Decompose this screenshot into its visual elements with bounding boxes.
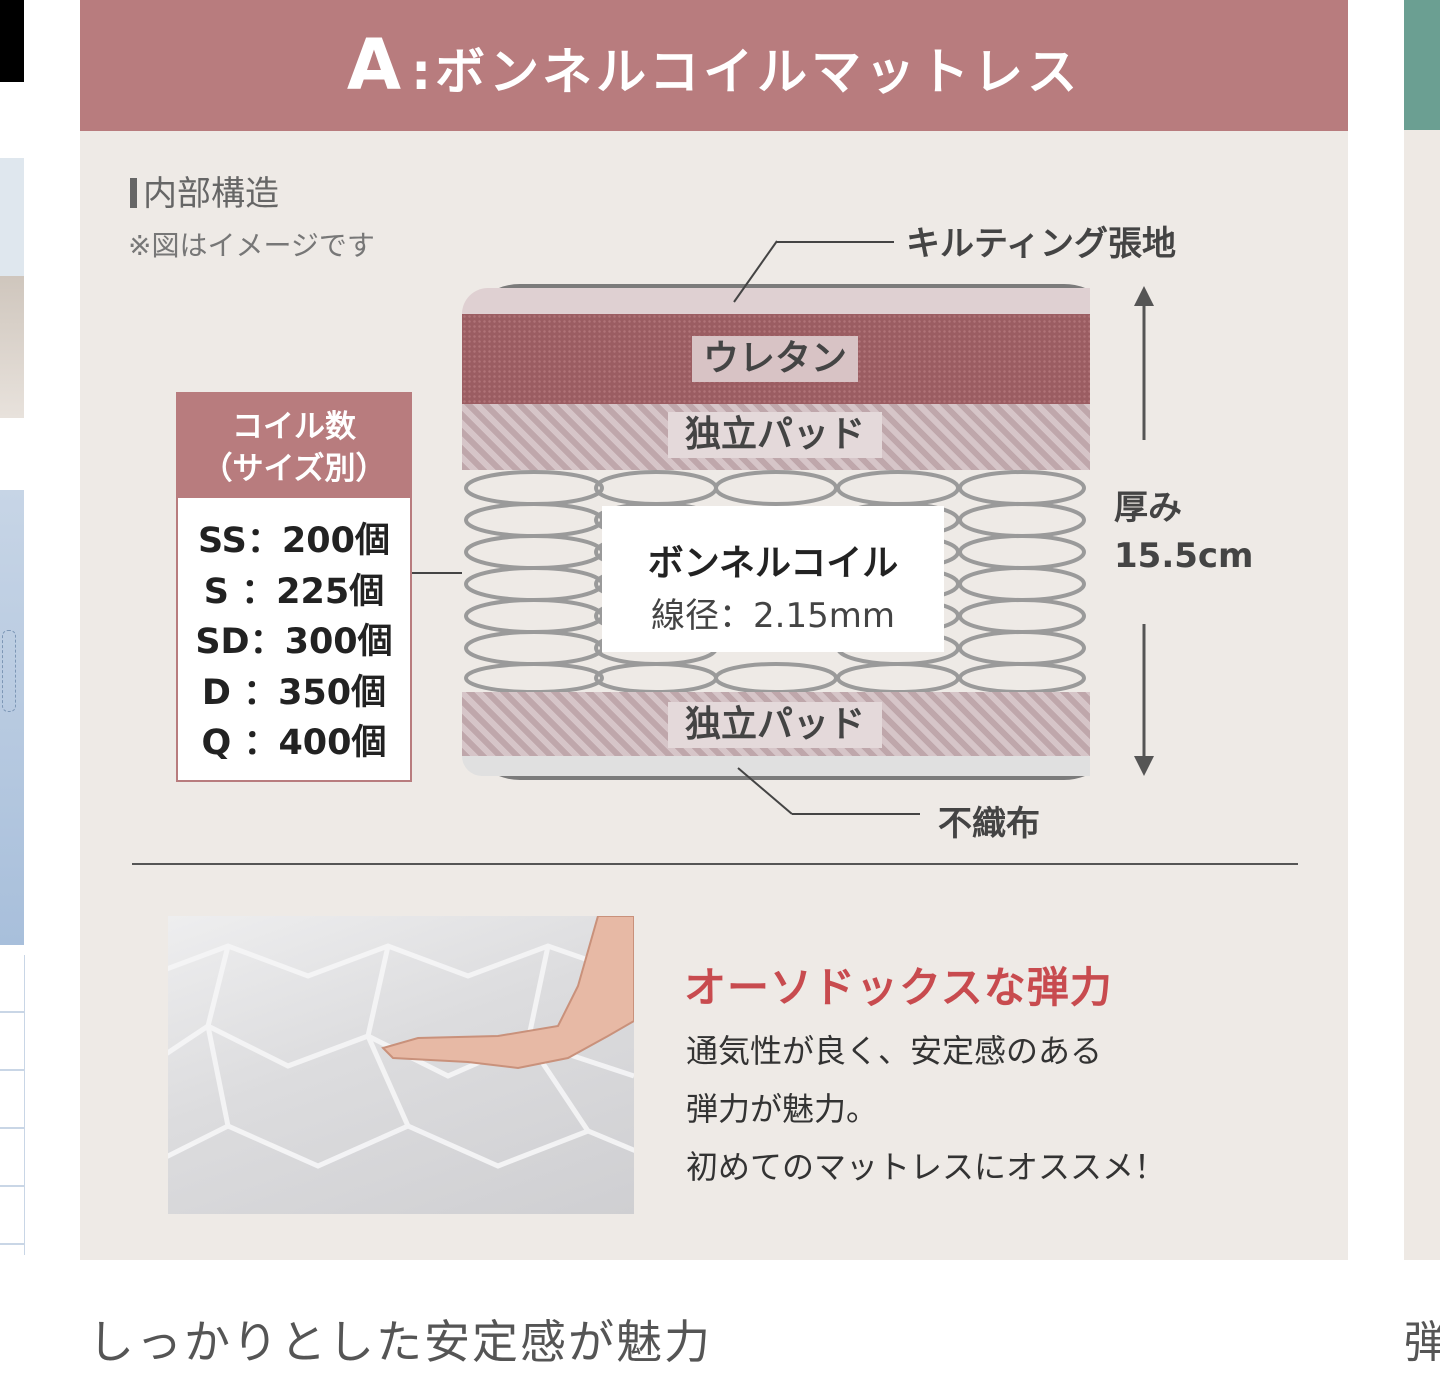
quilted-surface-pattern xyxy=(168,916,634,1169)
title-letter: A xyxy=(346,24,406,106)
section-note: ※図はイメージです xyxy=(128,229,375,262)
coil-count-row: Q ：400個 xyxy=(201,723,387,763)
title-separator: : xyxy=(411,43,436,101)
quilting-label: キルティング張地 xyxy=(906,224,1176,264)
feature-line: 初めてのマットレスにオススメ！ xyxy=(686,1148,1167,1186)
prev-slide-dark-block xyxy=(0,0,24,82)
thickness-arrow-down-icon xyxy=(1134,624,1154,776)
coil-count-list: SS：200個 S ：225個 SD：300個 D ：350個 Q ：400個 xyxy=(178,498,410,769)
slide-title: A:ボンネルコイルマットレス xyxy=(80,24,1348,106)
thickness-title: 厚み xyxy=(1114,488,1182,528)
next-slide-panel-edge[interactable] xyxy=(1404,130,1440,1260)
coil-label-box: ボンネルコイル 線径：2.15mm xyxy=(602,506,944,652)
prev-slide-dashed-outline xyxy=(2,630,16,712)
coil-count-header: コイル数 （サイズ別） xyxy=(178,394,410,498)
coil-name: ボンネルコイル xyxy=(647,543,899,584)
top-pad-label: 独立パッド xyxy=(668,412,882,458)
section-divider xyxy=(132,863,1298,865)
feature-line: 弾力が魅力。 xyxy=(686,1090,879,1128)
feature-description: 通気性が良く、安定感のある 弾力が魅力。 初めてのマットレスにオススメ！ xyxy=(686,1022,1166,1196)
quilting-callout-line xyxy=(776,241,894,243)
section-title: 内部構造 xyxy=(130,166,279,215)
thickness-arrow-up-icon xyxy=(1134,286,1154,440)
mattress-cross-section: ウレタン 独立パッド ボンネルコイル 線径：2.15mm 独立パッド xyxy=(462,280,1130,784)
nonwoven-layer xyxy=(462,756,1090,776)
prev-slide-photo xyxy=(0,276,24,418)
bottom-pad-label: 独立パッド xyxy=(668,702,882,748)
nonwoven-callout-line xyxy=(792,813,920,815)
nonwoven-callout-leader xyxy=(737,767,793,815)
nonwoven-label: 不織布 xyxy=(938,804,1040,844)
prev-slide-blue-block xyxy=(0,490,24,945)
product-slide-card: A:ボンネルコイルマットレス 内部構造 ※図はイメージです コイル数 （サイズ別… xyxy=(80,0,1348,1260)
previous-slide-edge[interactable] xyxy=(0,0,25,1260)
next-slide-header-edge[interactable] xyxy=(1404,0,1440,130)
coil-count-table: コイル数 （サイズ別） SS：200個 S ：225個 SD：300個 D ：3… xyxy=(176,392,412,782)
title-text: ボンネルコイルマットレス xyxy=(435,43,1082,101)
coil-count-row: SD：300個 xyxy=(195,622,393,662)
coil-wire-diameter: 線径：2.15mm xyxy=(651,596,895,636)
quilting-layer xyxy=(462,288,1090,314)
slide-header: A:ボンネルコイルマットレス xyxy=(80,0,1348,131)
feature-title: オーソドックスな弾力 xyxy=(684,963,1113,1012)
thickness-label: 厚み 15.5cm xyxy=(1114,484,1253,580)
coil-count-subtitle: （サイズ別） xyxy=(201,451,387,487)
mattress-hand-photo xyxy=(168,916,634,1214)
coil-count-title: コイル数 xyxy=(232,409,356,445)
prev-slide-card-stack xyxy=(0,955,25,1255)
next-slide-caption-fragment: 弾 xyxy=(1404,1317,1440,1368)
quilting-callout-leader xyxy=(733,240,778,303)
coil-count-row: SS：200個 xyxy=(198,521,390,561)
feature-line: 通気性が良く、安定感のある xyxy=(686,1032,1103,1070)
prev-slide-light-block xyxy=(0,158,24,276)
hand-icon xyxy=(381,916,634,1070)
coil-column xyxy=(958,470,1086,692)
urethane-label: ウレタン xyxy=(692,336,858,382)
coil-count-row: S ：225個 xyxy=(203,571,385,612)
coil-column xyxy=(464,470,604,692)
thickness-value: 15.5cm xyxy=(1114,536,1254,576)
mattress-cut-edge xyxy=(1090,280,1130,784)
slide-caption: しっかりとした安定感が魅力 xyxy=(88,1315,712,1369)
coil-count-row: D ：350個 xyxy=(201,672,387,713)
